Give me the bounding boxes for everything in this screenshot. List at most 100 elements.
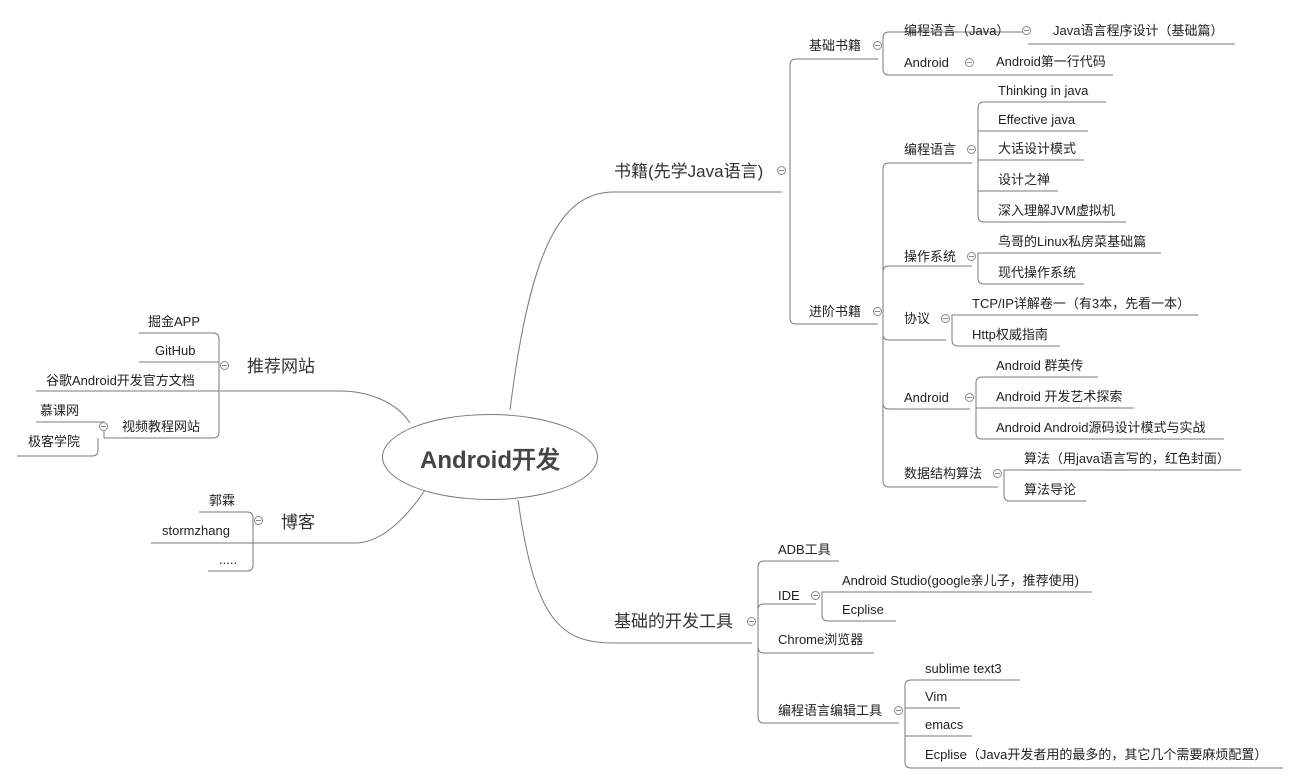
basic-java-book[interactable]: Java语言程序设计（基础篇） <box>1053 23 1224 38</box>
adv-android-item[interactable]: Android Android源码设计模式与实战 <box>996 420 1206 435</box>
connector-line <box>904 679 1020 709</box>
connector-line <box>951 317 1060 347</box>
tool-chrome[interactable]: Chrome浏览器 <box>778 632 864 647</box>
root-node-ellipse[interactable] <box>382 414 598 500</box>
collapse-toggle-icon[interactable] <box>220 361 229 370</box>
collapse-toggle-icon[interactable] <box>873 41 882 50</box>
collapse-toggle-icon[interactable] <box>894 706 903 715</box>
connector-line <box>199 511 254 543</box>
collapse-toggle-icon[interactable] <box>99 422 108 431</box>
adv-os-item[interactable]: 现代操作系统 <box>998 265 1077 280</box>
tool-ide-item[interactable]: Android Studio(google亲儿子，推荐使用) <box>842 573 1079 588</box>
adv-os-item[interactable]: 鸟哥的Linux私房菜基础篇 <box>998 234 1147 249</box>
site-item[interactable]: 谷歌Android开发官方文档 <box>46 373 195 388</box>
connector-line <box>104 391 220 439</box>
site-item[interactable]: GitHub <box>155 343 196 358</box>
connector-line <box>1003 469 1241 472</box>
adv-os[interactable]: 操作系统 <box>904 249 957 264</box>
collapse-toggle-icon[interactable] <box>967 252 976 261</box>
connector-line <box>882 265 972 318</box>
tool-editor-item[interactable]: emacs <box>925 717 964 732</box>
basic-android[interactable]: Android <box>904 55 949 70</box>
collapse-toggle-icon[interactable] <box>965 393 974 402</box>
collapse-toggle-icon[interactable] <box>873 307 882 316</box>
collapse-toggle-icon[interactable] <box>941 314 950 323</box>
branch-blogs[interactable]: 博客 <box>281 513 315 532</box>
adv-lang-item[interactable]: 深入理解JVM虚拟机 <box>998 203 1116 218</box>
collapse-toggle-icon[interactable] <box>1022 26 1031 35</box>
connector-line <box>757 560 839 620</box>
connector-line <box>253 489 426 544</box>
connector-line <box>977 255 1084 285</box>
blog-item[interactable]: ..... <box>219 552 238 567</box>
connector-line <box>977 252 1161 255</box>
connector-line <box>757 603 816 620</box>
connector-line <box>757 620 899 724</box>
site-video-item[interactable]: 极客学院 <box>28 434 81 449</box>
collapse-toggle-icon[interactable] <box>967 145 976 154</box>
adv-lang-item[interactable]: Thinking in java <box>998 83 1089 98</box>
tool-ide[interactable]: IDE <box>778 588 800 603</box>
basic-books[interactable]: 基础书籍 <box>809 38 862 53</box>
adv-android[interactable]: Android <box>904 390 949 405</box>
branch-sites[interactable]: 推荐网站 <box>247 357 315 376</box>
collapse-toggle-icon[interactable] <box>254 516 263 525</box>
connector-line <box>975 376 1098 396</box>
connector-line <box>789 58 878 192</box>
root-node-label[interactable]: Android开发 <box>420 446 560 474</box>
connector-line <box>882 162 972 318</box>
collapse-toggle-icon[interactable] <box>811 591 820 600</box>
adv-protocol[interactable]: 协议 <box>904 311 931 326</box>
tool-editors[interactable]: 编程语言编辑工具 <box>778 703 883 718</box>
adv-lang-item[interactable]: 设计之禅 <box>998 172 1051 187</box>
adv-protocol-item[interactable]: Http权威指南 <box>972 327 1048 342</box>
connector-line <box>882 31 1028 46</box>
adv-lang[interactable]: 编程语言 <box>904 142 957 157</box>
connector-line <box>509 191 782 411</box>
connector-line <box>821 596 896 622</box>
collapse-toggle-icon[interactable] <box>747 617 756 626</box>
adv-protocol-item[interactable]: TCP/IP详解卷一（有3本，先看一本） <box>972 296 1191 311</box>
connector-line <box>977 101 1106 148</box>
connector-line <box>975 396 1224 440</box>
connector-line <box>517 499 752 644</box>
tool-ide-item[interactable]: Ecplise <box>842 602 884 617</box>
connector-line <box>1003 472 1086 502</box>
adv-dsa-item[interactable]: 算法（用java语言写的，红色封面） <box>1024 451 1230 466</box>
connector-line <box>882 46 970 76</box>
connector-line <box>977 148 1126 223</box>
connector-line <box>208 543 254 572</box>
connector-line <box>220 390 411 424</box>
blog-item[interactable]: 郭霖 <box>209 493 236 508</box>
connector-line <box>821 591 1092 596</box>
adv-android-item[interactable]: Android 开发艺术探索 <box>996 389 1123 404</box>
blog-item[interactable]: stormzhang <box>162 523 230 538</box>
connector-line <box>789 192 878 325</box>
tool-editor-item[interactable]: sublime text3 <box>925 661 1002 676</box>
adv-android-item[interactable]: Android 群英传 <box>996 358 1084 373</box>
adv-lang-item[interactable]: 大话设计模式 <box>998 141 1077 156</box>
adv-lang-item[interactable]: Effective java <box>998 112 1076 127</box>
branch-books[interactable]: 书籍(先学Java语言) <box>614 162 764 181</box>
tool-editor-item[interactable]: Vim <box>925 689 948 704</box>
connector-line <box>882 318 998 488</box>
connector-line <box>904 709 1283 769</box>
branch-tools[interactable]: 基础的开发工具 <box>614 612 733 631</box>
site-video[interactable]: 视频教程网站 <box>122 419 201 434</box>
basic-java[interactable]: 编程语言（Java） <box>904 23 1010 38</box>
collapse-toggle-icon[interactable] <box>993 469 1002 478</box>
collapse-toggle-icon[interactable] <box>777 166 786 175</box>
advanced-books[interactable]: 进阶书籍 <box>809 304 862 319</box>
tool-editor-item[interactable]: Ecplise（Java开发者用的最多的，其它几个需要麻烦配置） <box>925 747 1268 762</box>
adv-dsa-item[interactable]: 算法导论 <box>1024 482 1077 497</box>
site-item[interactable]: 掘金APP <box>148 314 201 329</box>
connector-line <box>17 438 99 457</box>
collapse-toggle-icon[interactable] <box>965 58 974 67</box>
adv-dsa[interactable]: 数据结构算法 <box>904 466 983 481</box>
connector-line <box>951 314 1198 317</box>
tool-adb[interactable]: ADB工具 <box>778 542 831 557</box>
site-video-item[interactable]: 慕课网 <box>40 403 80 418</box>
basic-android-book[interactable]: Android第一行代码 <box>996 54 1106 69</box>
